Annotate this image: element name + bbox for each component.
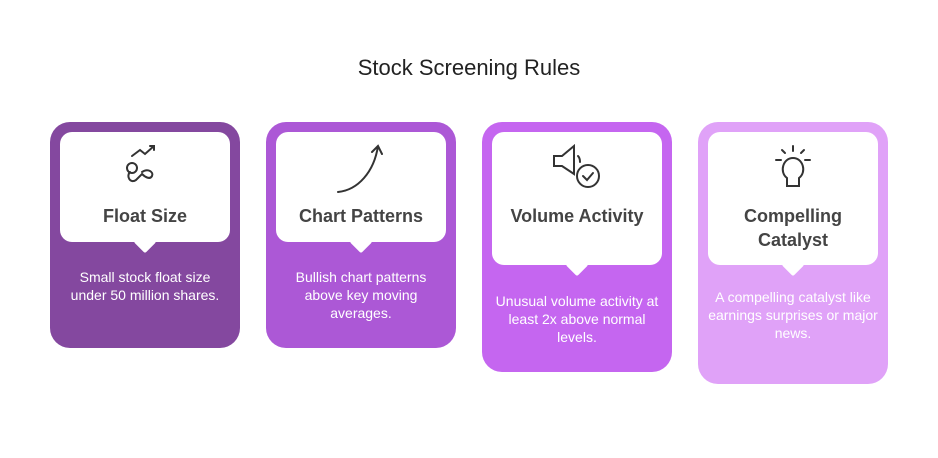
card-title: Float Size: [102, 206, 187, 226]
card-title: Volume Activity: [510, 206, 644, 226]
growth-arrow-icon: [126, 145, 155, 182]
card-description: Small stock float size under 50 million …: [70, 269, 220, 303]
card-header: Chart Patterns: [276, 132, 446, 242]
card-chart-patterns: Chart Patterns Bullish chart patterns ab…: [266, 122, 456, 348]
card-header: Volume Activity: [492, 132, 662, 265]
card-title: Chart Patterns: [298, 206, 424, 226]
curved-arrow-up-icon: [337, 144, 383, 193]
card-title: Compelling Catalyst: [744, 206, 842, 250]
card-header: Compelling Catalyst: [708, 132, 878, 265]
card-description: Bullish chart patterns above key moving …: [295, 269, 427, 321]
card-float-size: Float Size Small stock float size under …: [50, 122, 240, 348]
diagram-title: Stock Screening Rules: [357, 55, 581, 80]
card-volume-activity: Volume Activity Unusual volume activity …: [482, 122, 672, 372]
card-description: Unusual volume activity at least 2x abov…: [495, 293, 659, 345]
speaker-check-icon: [553, 144, 600, 188]
card-description: A compelling catalyst like earnings surp…: [708, 289, 878, 341]
lightbulb-icon: [775, 145, 811, 187]
card-compelling-catalyst: Compelling Catalyst A compelling catalys…: [698, 122, 888, 384]
card-header: Float Size: [60, 132, 230, 242]
